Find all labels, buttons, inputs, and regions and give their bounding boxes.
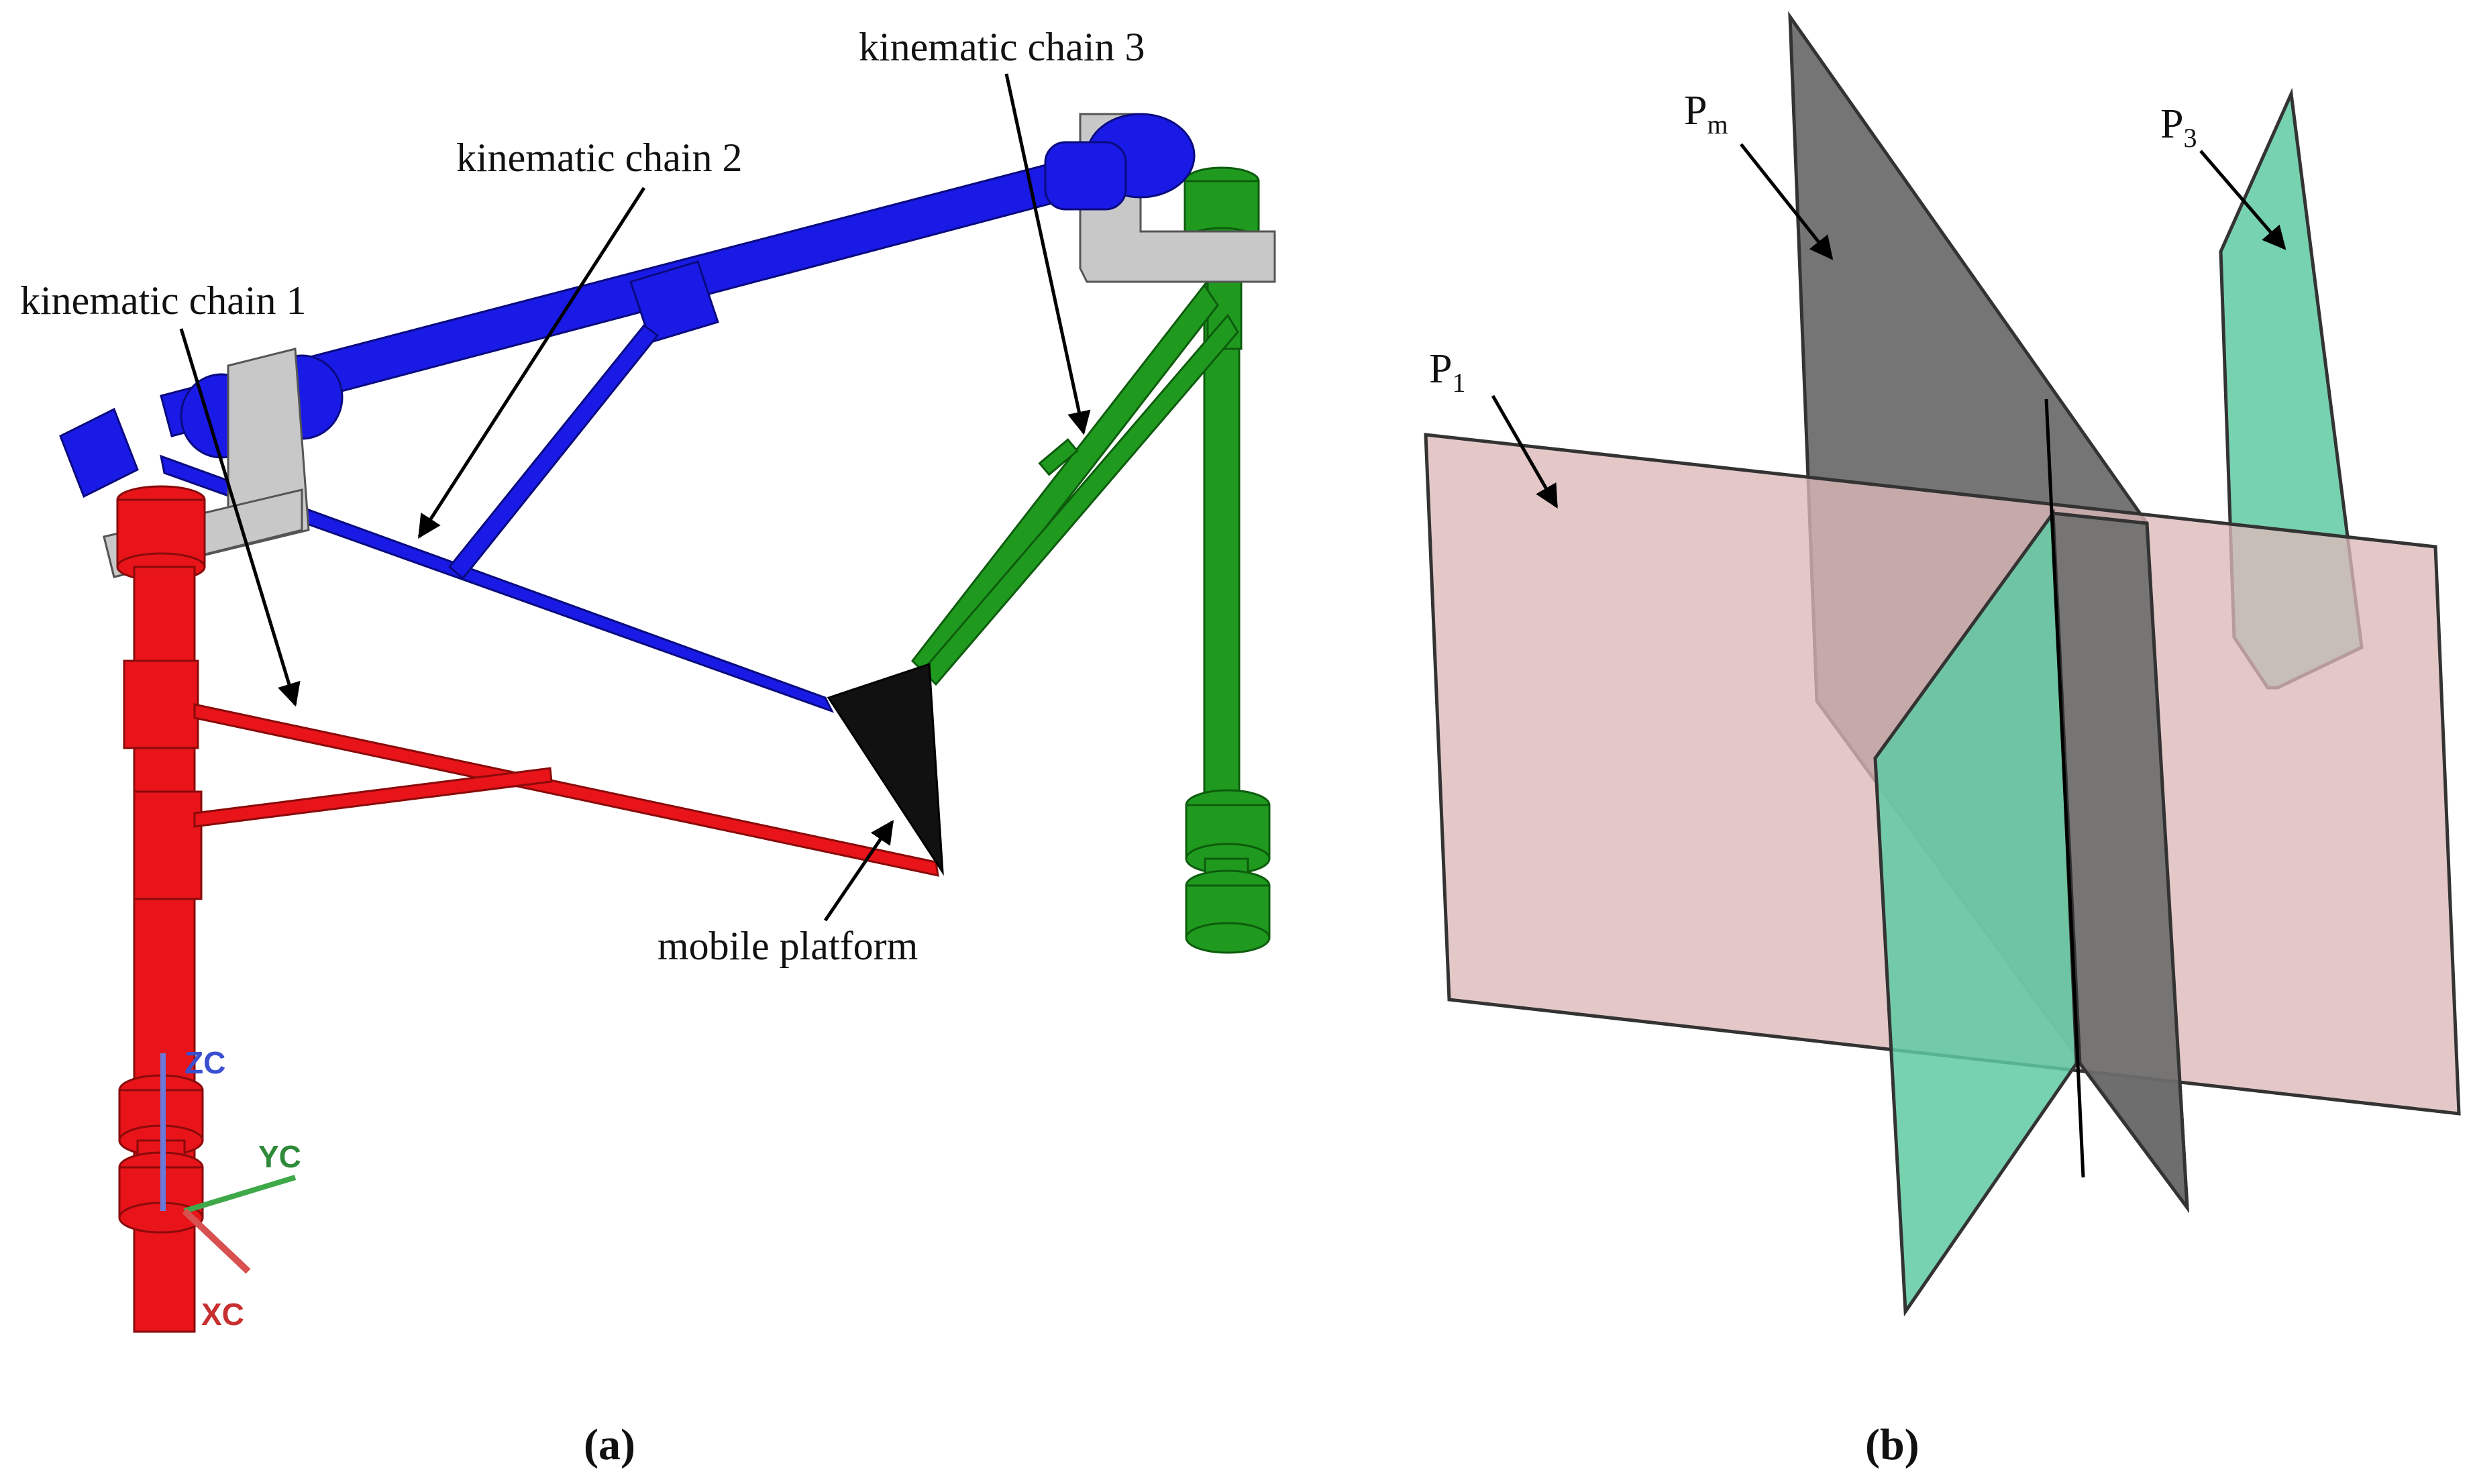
panel-b-planes: P1 Pm P3 (b)	[1424, 11, 2461, 1469]
arrow-p1	[1491, 394, 1559, 509]
label-pm: Pm	[1684, 88, 1728, 140]
coordinate-triad: ZC YC XC	[160, 1045, 301, 1332]
arrow-chain-1	[179, 328, 301, 707]
axis-label-zc: ZC	[185, 1045, 225, 1080]
red-chain-1	[116, 485, 939, 1333]
arrow-p3	[2199, 150, 2286, 250]
label-kinematic-chain-3: kinematic chain 3	[859, 25, 1145, 69]
caption-a: (a)	[584, 1420, 635, 1469]
label-p3: P3	[2160, 101, 2197, 153]
arrow-chain-3	[1004, 73, 1091, 435]
label-kinematic-chain-1: kinematic chain 1	[20, 278, 307, 323]
axis-label-yc: YC	[258, 1139, 301, 1174]
mobile-platform-shape	[827, 662, 944, 876]
plane-pm-front	[2051, 511, 2189, 1214]
blue-chain-2	[59, 113, 1196, 713]
green-chain-3	[911, 166, 1271, 954]
label-mobile-platform: mobile platform	[658, 924, 918, 968]
arrow-pm	[1740, 143, 1834, 260]
axis-label-xc: XC	[201, 1297, 244, 1332]
arrow-chain-2	[417, 187, 646, 539]
caption-b: (b)	[1865, 1420, 1920, 1469]
intersection-line	[2044, 399, 2085, 1178]
arrow-mobile-platform	[823, 820, 894, 922]
label-p1: P1	[1429, 346, 1465, 398]
label-kinematic-chain-2: kinematic chain 2	[456, 136, 743, 180]
panel-a-mechanism: ZC YC XC kinematic chain 1 kinematic cha…	[20, 25, 1276, 1469]
